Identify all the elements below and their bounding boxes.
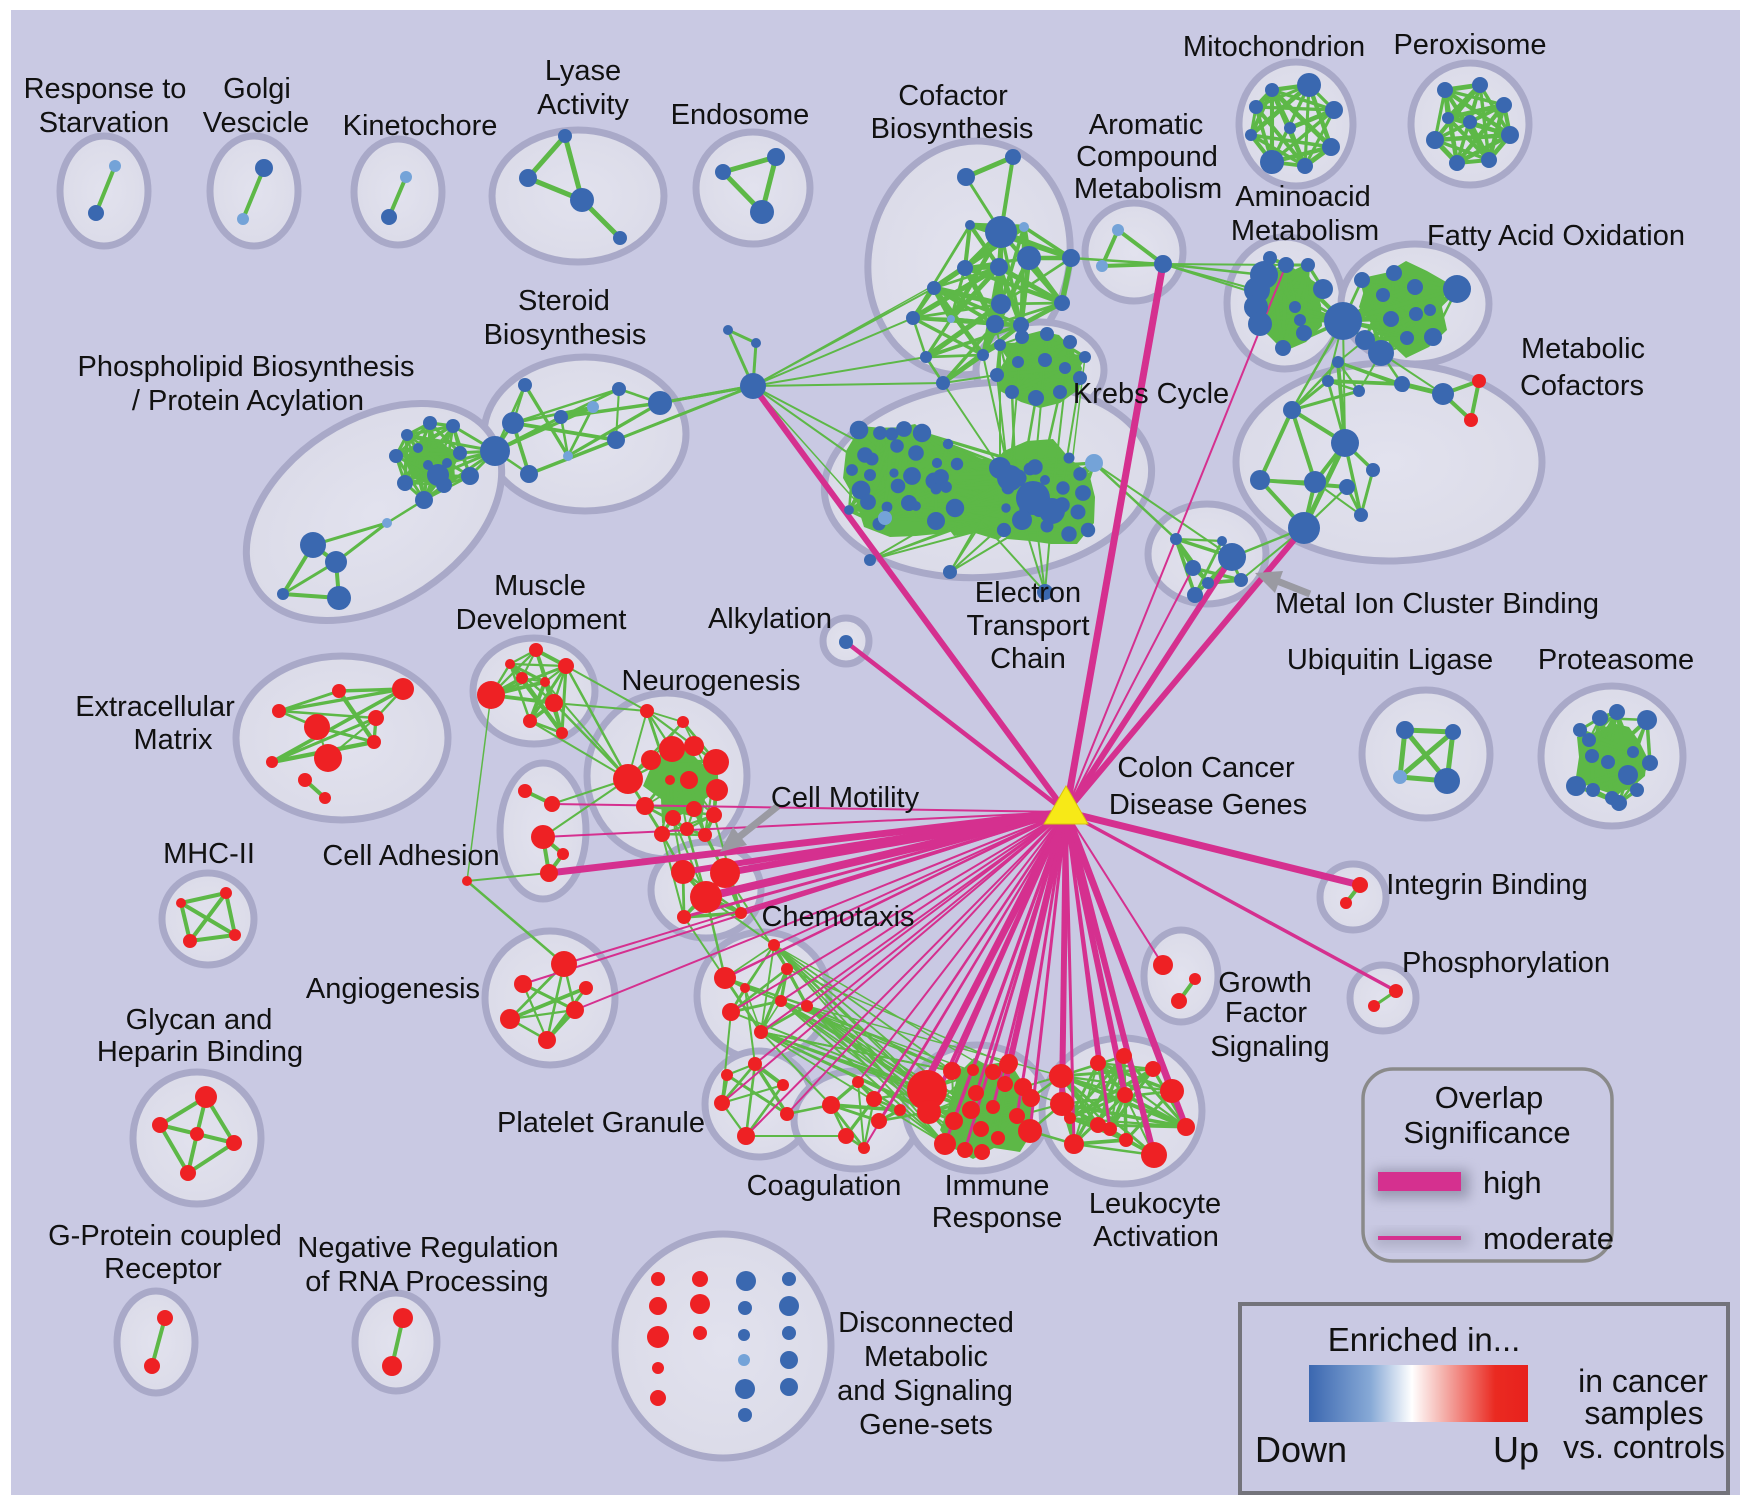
svg-text:Down: Down — [1255, 1429, 1347, 1470]
svg-text:Golgi: Golgi — [223, 73, 291, 105]
svg-text:Electron: Electron — [975, 577, 1081, 609]
svg-text:Coagulation: Coagulation — [747, 1170, 902, 1202]
svg-text:Aminoacid: Aminoacid — [1235, 181, 1370, 213]
svg-text:Ubiquitin Ligase: Ubiquitin Ligase — [1287, 644, 1493, 676]
svg-text:Cofactor: Cofactor — [898, 80, 1008, 112]
svg-text:Kinetochore: Kinetochore — [343, 110, 498, 142]
svg-text:Metal Ion Cluster Binding: Metal Ion Cluster Binding — [1275, 588, 1599, 620]
svg-text:Phospholipid Biosynthesis: Phospholipid Biosynthesis — [78, 351, 415, 383]
svg-text:Disease Genes: Disease Genes — [1109, 789, 1307, 821]
svg-text:samples: samples — [1584, 1395, 1703, 1431]
svg-text:Matrix: Matrix — [134, 724, 213, 756]
svg-text:Compound: Compound — [1076, 141, 1218, 173]
svg-text:Negative Regulation: Negative Regulation — [297, 1232, 558, 1264]
svg-text:Neurogenesis: Neurogenesis — [622, 665, 801, 697]
svg-text:Up: Up — [1493, 1429, 1539, 1470]
svg-text:MHC-II: MHC-II — [163, 838, 255, 870]
svg-text:and Signaling: and Signaling — [837, 1375, 1013, 1407]
svg-text:Signaling: Signaling — [1210, 1031, 1329, 1063]
svg-text:Biosynthesis: Biosynthesis — [871, 113, 1034, 145]
svg-text:Metabolic: Metabolic — [864, 1341, 988, 1373]
svg-text:Disconnected: Disconnected — [838, 1307, 1014, 1339]
svg-text:Peroxisome: Peroxisome — [1393, 29, 1546, 61]
svg-text:Biosynthesis: Biosynthesis — [484, 319, 647, 351]
svg-text:Muscle: Muscle — [494, 570, 586, 602]
svg-text:Metabolism: Metabolism — [1074, 173, 1222, 205]
svg-text:Activity: Activity — [537, 89, 629, 121]
svg-text:Angiogenesis: Angiogenesis — [306, 973, 480, 1005]
svg-text:of RNA Processing: of RNA Processing — [305, 1266, 548, 1298]
svg-text:Metabolic: Metabolic — [1521, 333, 1645, 365]
svg-text:Chain: Chain — [990, 643, 1066, 675]
svg-text:high: high — [1483, 1165, 1542, 1200]
svg-text:Extracellular: Extracellular — [75, 691, 235, 723]
svg-text:Transport: Transport — [966, 610, 1089, 642]
svg-text:Significance: Significance — [1403, 1115, 1570, 1150]
svg-text:Vescicle: Vescicle — [203, 107, 309, 139]
svg-text:Starvation: Starvation — [39, 107, 170, 139]
svg-text:Immune: Immune — [945, 1170, 1050, 1202]
svg-text:Activation: Activation — [1093, 1221, 1219, 1253]
svg-text:moderate: moderate — [1483, 1221, 1614, 1256]
svg-text:Gene-sets: Gene-sets — [859, 1409, 993, 1441]
svg-text:Cell Motility: Cell Motility — [771, 782, 920, 814]
svg-text:Response to: Response to — [24, 73, 187, 105]
svg-text:Factor: Factor — [1225, 997, 1308, 1029]
svg-text:Lyase: Lyase — [545, 55, 621, 87]
svg-text:Chemotaxis: Chemotaxis — [761, 901, 914, 933]
svg-text:Response: Response — [932, 1202, 1063, 1234]
svg-text:Steroid: Steroid — [518, 285, 610, 317]
svg-text:Heparin Binding: Heparin Binding — [97, 1036, 303, 1068]
svg-text:Endosome: Endosome — [671, 99, 810, 131]
svg-text:Overlap: Overlap — [1435, 1080, 1544, 1115]
svg-text:Glycan and: Glycan and — [126, 1004, 273, 1036]
svg-text:Cofactors: Cofactors — [1520, 370, 1644, 402]
svg-text:Development: Development — [456, 604, 627, 636]
svg-text:Fatty Acid Oxidation: Fatty Acid Oxidation — [1427, 220, 1685, 252]
svg-text:in cancer: in cancer — [1578, 1363, 1708, 1399]
svg-text:Integrin Binding: Integrin Binding — [1386, 869, 1588, 901]
svg-text:Enriched in...: Enriched in... — [1328, 1321, 1521, 1358]
svg-text:Alkylation: Alkylation — [708, 603, 832, 635]
svg-text:Platelet Granule: Platelet Granule — [497, 1107, 705, 1139]
svg-text:Colon Cancer: Colon Cancer — [1117, 752, 1295, 784]
svg-text:Proteasome: Proteasome — [1538, 644, 1694, 676]
svg-text:Mitochondrion: Mitochondrion — [1183, 31, 1365, 63]
svg-text:/ Protein Acylation: / Protein Acylation — [132, 385, 364, 417]
svg-text:G-Protein coupled: G-Protein coupled — [48, 1220, 282, 1252]
svg-text:Growth: Growth — [1218, 967, 1311, 999]
svg-text:Aromatic: Aromatic — [1089, 109, 1203, 141]
svg-text:Phosphorylation: Phosphorylation — [1402, 947, 1610, 979]
svg-text:Leukocyte: Leukocyte — [1089, 1188, 1221, 1220]
svg-text:Metabolism: Metabolism — [1231, 215, 1379, 247]
svg-text:Krebs Cycle: Krebs Cycle — [1073, 378, 1229, 410]
svg-text:Receptor: Receptor — [104, 1253, 222, 1285]
svg-text:Cell Adhesion: Cell Adhesion — [322, 840, 499, 872]
svg-text:vs. controls: vs. controls — [1563, 1429, 1725, 1465]
